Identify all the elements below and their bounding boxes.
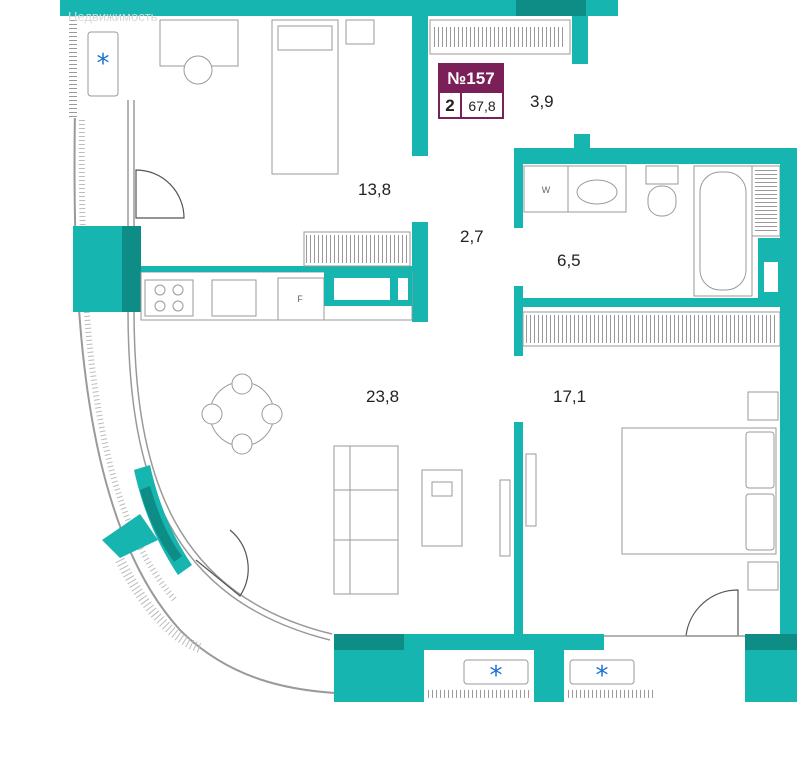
watermark: Недвижимость (68, 9, 158, 24)
wall-bedroom-hall (412, 16, 428, 156)
ac-unit-bottom-1 (463, 659, 529, 685)
wall-top-right-dark (516, 0, 586, 16)
tv-living (499, 479, 511, 557)
chair (183, 55, 213, 85)
wall-bath-top (514, 148, 784, 164)
wall-bottom-left-dark (334, 634, 404, 650)
apartment-badge: №157 2 67,8 (438, 63, 504, 119)
wall-living-mid (514, 422, 523, 638)
sink-bowl (576, 179, 618, 205)
area-bedroom-small: 13,8 (358, 180, 392, 199)
wardrobe-bedroom (303, 231, 411, 267)
nightstand-bottom (747, 561, 779, 591)
area-bedroom-large: 17,1 (553, 387, 587, 406)
burner (172, 284, 184, 296)
wall-kitchen-top (141, 266, 412, 272)
dining-chair (231, 433, 253, 455)
wall-bedroom-hall-lower (412, 222, 428, 322)
washer (523, 165, 569, 213)
area-bathroom: 6,5 (557, 251, 581, 270)
ac-unit-bottom-2 (569, 659, 635, 685)
bath-shelf (751, 165, 781, 237)
toilet-tank (645, 165, 679, 185)
tv-stand (525, 453, 537, 527)
curved-facade-inner2 (133, 100, 333, 635)
balcony-block (102, 514, 158, 558)
kitchen-cabinet-inner2 (398, 278, 408, 300)
dining-chair (201, 403, 223, 425)
area-living-kitchen: 23,8 (366, 387, 400, 406)
fridge-label: F (297, 294, 303, 304)
wardrobe-big (522, 311, 781, 347)
area-corridor: 2,7 (460, 227, 484, 246)
ac-unit-icon: * (490, 661, 503, 691)
wall-top-left (60, 0, 430, 16)
wall-bottom-mid (534, 634, 564, 702)
burner (154, 300, 166, 312)
total-area: 67,8 (468, 98, 496, 114)
ac-unit-icon: * (596, 661, 609, 691)
door-bedroom-large (685, 589, 739, 637)
ac-unit-icon: * (97, 49, 110, 79)
wall-bath-box-inner (764, 262, 778, 292)
wall-bath-bottom (514, 298, 784, 307)
wall-top-right-cap (590, 0, 618, 16)
burner (154, 284, 166, 296)
wall-bottom-right-dark (745, 634, 797, 650)
dining-chair (261, 403, 283, 425)
wall-right-bedroom (780, 308, 797, 638)
hob (144, 279, 194, 317)
wall-left-block-dark (122, 226, 141, 312)
coffee-table (421, 469, 463, 547)
wall-bath-left (514, 148, 523, 228)
ac-unit-left (87, 31, 119, 97)
kitchen-sink (211, 279, 257, 317)
nightstand-top (747, 391, 779, 421)
bath-sink (567, 165, 627, 213)
curved-facade-inner (127, 100, 331, 641)
door-bedroom-small (135, 169, 185, 219)
kitchen-cabinet-inner (334, 278, 390, 300)
door-living (195, 529, 249, 597)
dining-chair (231, 373, 253, 395)
balcony-rail-hatch (115, 557, 202, 653)
balcony-hatch (78, 60, 178, 602)
room-count: 2 (440, 93, 462, 119)
burner (172, 300, 184, 312)
wall-bottom-line2 (564, 634, 604, 650)
wall-bottom-line (424, 634, 534, 650)
wall-curve-teal-dark (140, 486, 182, 562)
wall-top-right-stub (572, 16, 588, 64)
bed-pillow (277, 25, 333, 51)
bed-pillow-1 (745, 431, 775, 489)
wall-bath-left-low (514, 286, 523, 356)
coffee-table-item (431, 481, 453, 497)
bathtub-inner (699, 171, 747, 291)
wall-right-bath (780, 148, 797, 308)
bed-pillow-2 (745, 493, 775, 551)
area-hall-top: 3,9 (530, 92, 554, 111)
nightstand (345, 19, 375, 45)
washer-label: W (542, 185, 551, 195)
fridge (277, 277, 325, 321)
sofa (333, 445, 399, 595)
toilet-bowl (647, 185, 677, 217)
wall-bath-top-stub (574, 134, 590, 154)
apartment-number: №157 (440, 65, 502, 93)
